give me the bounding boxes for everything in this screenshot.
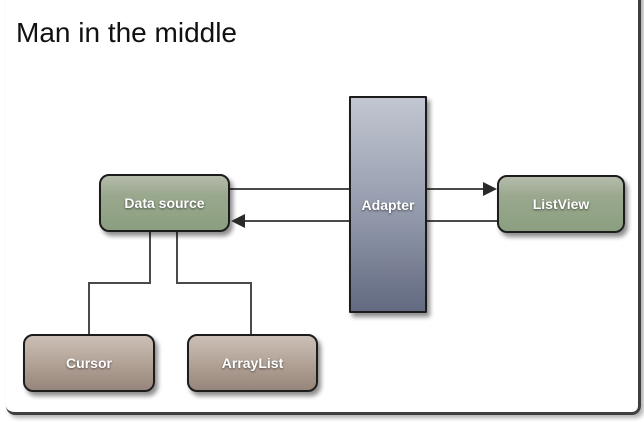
connector-datasource-arraylist-segment (176, 282, 252, 284)
diagram-title: Man in the middle (16, 17, 238, 48)
node-data-source-label: Data source (124, 195, 205, 211)
node-cursor-label: Cursor (66, 355, 112, 371)
connector-datasource-cursor-segment (88, 282, 90, 334)
connector-datasource-arraylist-segment (250, 282, 252, 334)
connector-datasource-cursor-segment (88, 282, 151, 284)
node-arraylist: ArrayList (187, 334, 318, 392)
arrowhead-into-datasource-icon (231, 214, 245, 228)
node-listview: ListView (497, 175, 625, 233)
arrowhead-into-listview-icon (483, 182, 497, 196)
node-cursor: Cursor (23, 334, 155, 392)
node-adapter-label: Adapter (361, 196, 415, 213)
node-data-source: Data source (99, 174, 230, 232)
node-adapter: Adapter (349, 96, 427, 313)
node-listview-label: ListView (532, 196, 590, 212)
connector-datasource-arraylist-segment (176, 231, 178, 284)
connector-datasource-cursor-segment (149, 231, 151, 284)
node-arraylist-label: ArrayList (221, 355, 284, 371)
